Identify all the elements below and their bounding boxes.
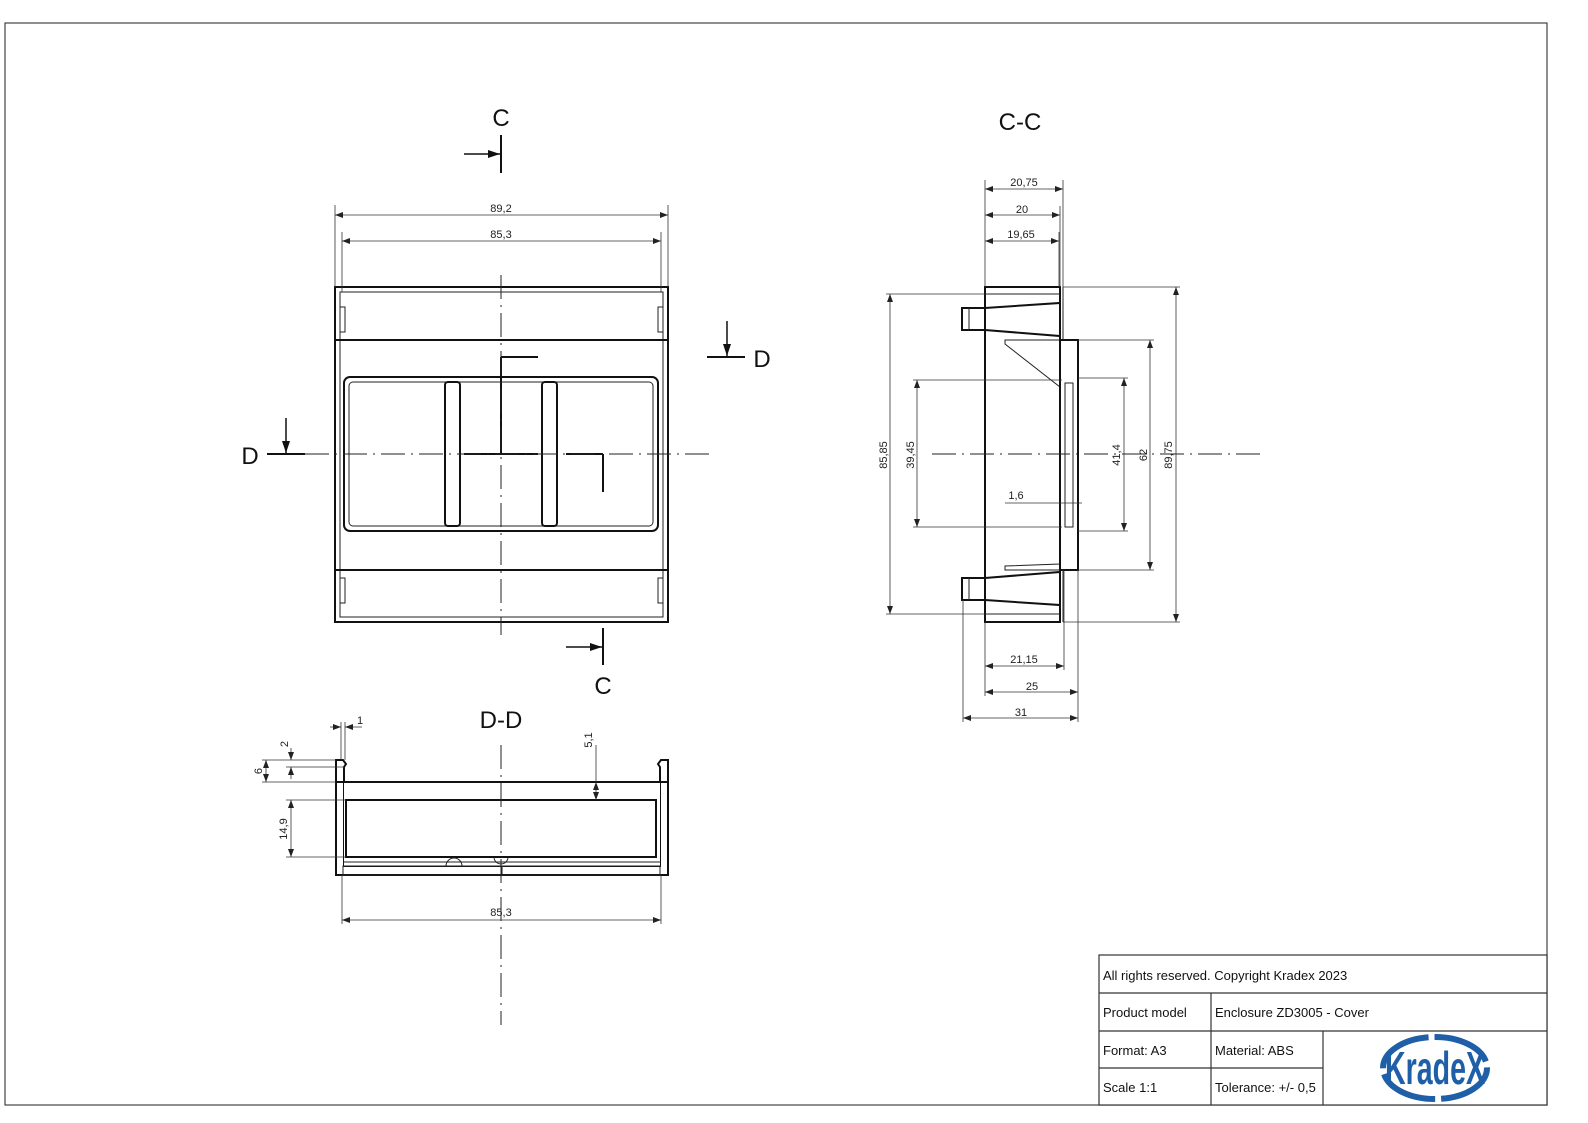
section-c-top-label: C	[492, 105, 509, 132]
section-dd-view: D-D 85,3 14,9 6 2 5,1 1	[253, 707, 669, 1025]
copyright-text: All rights reserved. Copyright Kradex 20…	[1103, 968, 1347, 983]
section-cc-view: C-C 20,75 20 19,65	[878, 109, 1262, 722]
dim-cc-41-4: 41,4	[1111, 444, 1123, 465]
dim-cc-85-85: 85,85	[878, 441, 890, 469]
section-c-bottom-label: C	[594, 673, 611, 700]
kradex-logo: KradeX	[1380, 1034, 1490, 1102]
dim-outer-width: 89,2	[490, 203, 511, 215]
dim-cc-top-2: 20	[1016, 204, 1028, 216]
dim-cc-top-3: 19,65	[1007, 229, 1035, 241]
title-block: All rights reserved. Copyright Kradex 20…	[1098, 954, 1548, 1106]
svg-text:KradeX: KradeX	[1385, 1042, 1485, 1094]
product-model-label: Product model	[1103, 1005, 1187, 1020]
dim-cc-top-1: 20,75	[1010, 177, 1038, 189]
section-markers: C C D D	[241, 105, 770, 700]
dim-dd-lip: 1	[357, 715, 363, 727]
material-text: Material: ABS	[1215, 1043, 1294, 1058]
dim-cc-62: 62	[1138, 449, 1150, 461]
dim-dd-step: 2	[279, 741, 291, 747]
dim-cc-bottom-2: 25	[1026, 681, 1038, 693]
dim-cc-39-45: 39,45	[905, 441, 917, 469]
dim-dd-width: 85,3	[490, 907, 511, 919]
view-cc-title: C-C	[999, 109, 1042, 136]
section-d-right-label: D	[753, 346, 770, 373]
dim-inner-width: 85,3	[490, 229, 511, 241]
dim-cc-89-75: 89,75	[1163, 441, 1175, 469]
dim-cc-wall: 1,6	[1008, 490, 1023, 502]
section-d-left-label: D	[241, 443, 258, 470]
dim-cc-bottom-3: 31	[1015, 707, 1027, 719]
view-dd-title: D-D	[480, 707, 523, 734]
product-model-value: Enclosure ZD3005 - Cover	[1215, 1005, 1370, 1020]
dim-cc-bottom-1: 21,15	[1010, 654, 1038, 666]
front-view: 89,2 85,3	[305, 203, 710, 635]
scale-text: Scale 1:1	[1103, 1080, 1157, 1095]
format-text: Format: A3	[1103, 1043, 1167, 1058]
tolerance-text: Tolerance: +/- 0,5	[1215, 1080, 1316, 1095]
dim-dd-pocket: 14,9	[278, 818, 290, 839]
dim-dd-rim: 6	[253, 768, 265, 774]
sheet-border	[4, 22, 1548, 1106]
dim-dd-depth: 5,1	[583, 732, 595, 747]
